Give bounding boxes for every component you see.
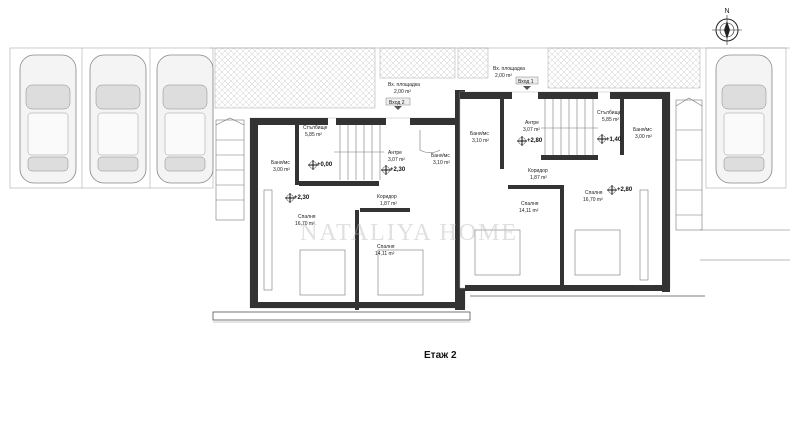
svg-text:3,07 m²: 3,07 m²	[523, 127, 540, 133]
svg-text:Спалня: Спалня	[298, 214, 316, 220]
terrace	[212, 295, 705, 323]
unit-left-walls	[249, 90, 466, 310]
car-icon	[156, 54, 214, 184]
svg-text:5,85 m²: 5,85 m²	[602, 117, 619, 123]
svg-text:1,87 m²: 1,87 m²	[530, 175, 547, 181]
svg-text:+2,30: +2,30	[390, 167, 406, 173]
svg-text:2,00 m²: 2,00 m²	[394, 89, 411, 95]
svg-text:Спалня: Спалня	[521, 201, 539, 207]
svg-text:Антре: Антре	[388, 150, 402, 156]
svg-text:+2,30: +2,30	[294, 195, 310, 201]
svg-text:Баня/мс: Баня/мс	[271, 160, 290, 166]
car-icon	[19, 54, 77, 184]
svg-text:+2,80: +2,80	[527, 138, 543, 144]
floor-title: Етаж 2	[424, 350, 457, 361]
svg-text:14,11 m²: 14,11 m²	[375, 251, 395, 257]
svg-text:16,70 m²: 16,70 m²	[583, 197, 603, 203]
svg-text:Вх. площадка: Вх. площадка	[388, 82, 420, 88]
svg-text:+0,00: +0,00	[317, 162, 333, 168]
entrance-label: Вход 1	[518, 79, 534, 85]
entrance-label: Вход 2	[389, 100, 405, 106]
svg-text:3,00 m²: 3,00 m²	[273, 167, 290, 173]
svg-text:+2,80: +2,80	[617, 187, 633, 193]
svg-text:5,85 m²: 5,85 m²	[305, 132, 322, 138]
svg-text:Коридор: Коридор	[528, 168, 548, 174]
svg-text:2,00 m²: 2,00 m²	[495, 73, 512, 79]
unit-right-labels: Вх. площадка 2,00 m² Вход 1 Баня/мс 3,10…	[470, 66, 652, 214]
svg-text:Стълбище: Стълбище	[303, 125, 328, 131]
compass-north-icon: N	[712, 8, 742, 45]
svg-text:16,70 m²: 16,70 m²	[295, 221, 315, 227]
watermark: NATALIYA HOME	[300, 220, 518, 246]
svg-text:14,11 m²: 14,11 m²	[519, 208, 539, 214]
unit-left-labels: Вх. площадка 2,00 m² Вход 2 Стълбище 5,8…	[271, 82, 450, 257]
svg-text:Стълбище: Стълбище	[597, 110, 622, 116]
svg-text:Вх. площадка: Вх. площадка	[493, 66, 525, 72]
svg-text:Антре: Антре	[525, 120, 539, 126]
svg-text:Коридор: Коридор	[377, 194, 397, 200]
svg-text:1,87 m²: 1,87 m²	[380, 201, 397, 207]
car-icon	[715, 54, 773, 184]
svg-text:Баня/мс: Баня/мс	[633, 127, 652, 133]
svg-text:3,00 m²: 3,00 m²	[635, 134, 652, 140]
unit-right-walls	[459, 91, 671, 292]
svg-text:3,10 m²: 3,10 m²	[433, 160, 450, 166]
svg-text:Баня/мс: Баня/мс	[431, 153, 450, 159]
svg-text:3,10 m²: 3,10 m²	[472, 138, 489, 144]
svg-text:+1,40: +1,40	[606, 137, 622, 143]
svg-text:N: N	[725, 8, 730, 15]
yard-areas	[210, 47, 790, 109]
svg-text:Спалня: Спалня	[377, 244, 395, 250]
svg-text:Спалня: Спалня	[585, 190, 603, 196]
svg-text:3,07 m²: 3,07 m²	[388, 157, 405, 163]
svg-text:Баня/мс: Баня/мс	[470, 131, 489, 137]
car-icon	[89, 54, 147, 184]
exterior-stairs	[215, 97, 790, 261]
